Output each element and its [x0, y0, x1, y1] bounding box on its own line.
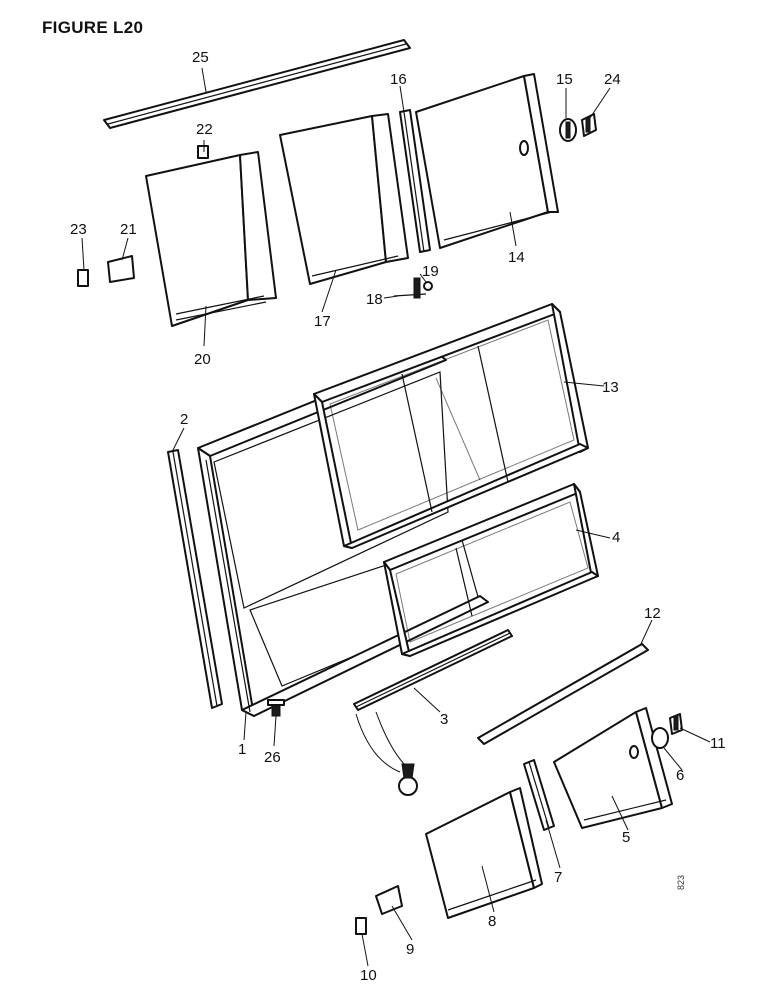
callout-24: 24 — [604, 71, 621, 88]
callout-12: 12 — [644, 605, 661, 622]
callout-23: 23 — [70, 221, 87, 238]
callout-4: 4 — [612, 529, 620, 546]
callout-18: 18 — [366, 291, 383, 308]
callout-26: 26 — [264, 749, 281, 766]
callout-labels: 25 22 23 21 20 17 16 15 24 14 19 18 13 2… — [70, 49, 726, 984]
callout-15: 15 — [556, 71, 573, 88]
callout-19: 19 — [422, 263, 439, 280]
callout-17: 17 — [314, 313, 331, 330]
callout-7: 7 — [554, 869, 562, 886]
callout-13: 13 — [602, 379, 619, 396]
callout-9: 9 — [406, 941, 414, 958]
callout-1: 1 — [238, 741, 246, 758]
part-10-clip — [355, 917, 367, 935]
part-11-catch — [669, 713, 683, 735]
callout-21: 21 — [120, 221, 137, 238]
part-6-round-knob — [651, 727, 669, 749]
part-3-lower-rail — [353, 629, 513, 711]
leader-lines — [81, 67, 711, 967]
part-23-clip — [77, 269, 89, 287]
reference-code: 823 — [676, 875, 686, 890]
figure-title: FIGURE L20 — [42, 18, 144, 37]
part-12-lower-rail — [477, 643, 649, 745]
callout-11: 11 — [710, 735, 726, 752]
callout-25: 25 — [192, 49, 209, 66]
part-24-catch — [581, 113, 597, 137]
part-16-channel-strip — [399, 109, 431, 253]
callout-3: 3 — [440, 711, 448, 728]
callout-14: 14 — [508, 249, 525, 266]
part-20-left-panel — [145, 145, 277, 327]
callout-5: 5 — [622, 829, 630, 846]
part-2-seal-strip — [167, 449, 223, 709]
part-17-centre-panel — [279, 113, 409, 285]
callout-22: 22 — [196, 121, 213, 138]
part-13-upper-window-frame — [313, 303, 589, 549]
part-4-lower-window-frame — [383, 483, 599, 657]
keyring-detail — [355, 711, 418, 796]
callout-10: 10 — [360, 967, 377, 984]
part-18-19-pin — [393, 277, 433, 299]
part-15-round-knob — [559, 118, 577, 142]
part-21-bracket — [107, 255, 135, 283]
callout-6: 6 — [676, 767, 684, 784]
callout-2: 2 — [180, 411, 188, 428]
part-9-bracket — [375, 885, 403, 915]
callout-8: 8 — [488, 913, 496, 930]
callout-20: 20 — [194, 351, 211, 368]
part-25-top-rail — [103, 39, 411, 129]
part-14-right-panel — [415, 73, 559, 249]
callout-16: 16 — [390, 71, 407, 88]
part-7-channel — [523, 759, 555, 831]
part-8-lower-panel — [425, 787, 543, 919]
part-5-lower-panel — [553, 707, 673, 829]
